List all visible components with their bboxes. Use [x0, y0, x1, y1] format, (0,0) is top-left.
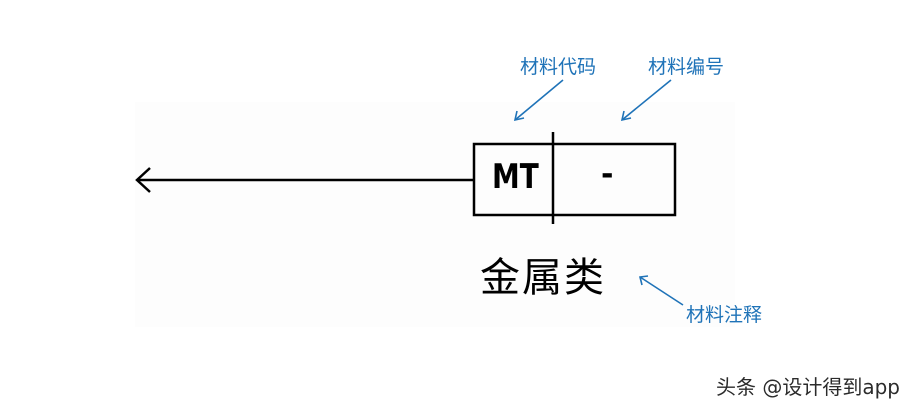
- number-arrow-icon: [620, 79, 672, 122]
- arrow-head-icon: [135, 167, 151, 193]
- material-code-label: 材料代码: [520, 56, 597, 78]
- tag-box: [472, 142, 677, 217]
- material-code-text: MT: [492, 157, 539, 197]
- watermark-text: 头条 @设计得到app: [715, 375, 900, 399]
- material-note-text: 金属类: [480, 255, 606, 301]
- code-arrow-icon: [513, 79, 564, 122]
- note-arrow-icon: [639, 275, 684, 306]
- material-note-label: 材料注释: [686, 304, 763, 326]
- material-number-text: -: [601, 157, 614, 192]
- material-number-label: 材料编号: [648, 56, 725, 78]
